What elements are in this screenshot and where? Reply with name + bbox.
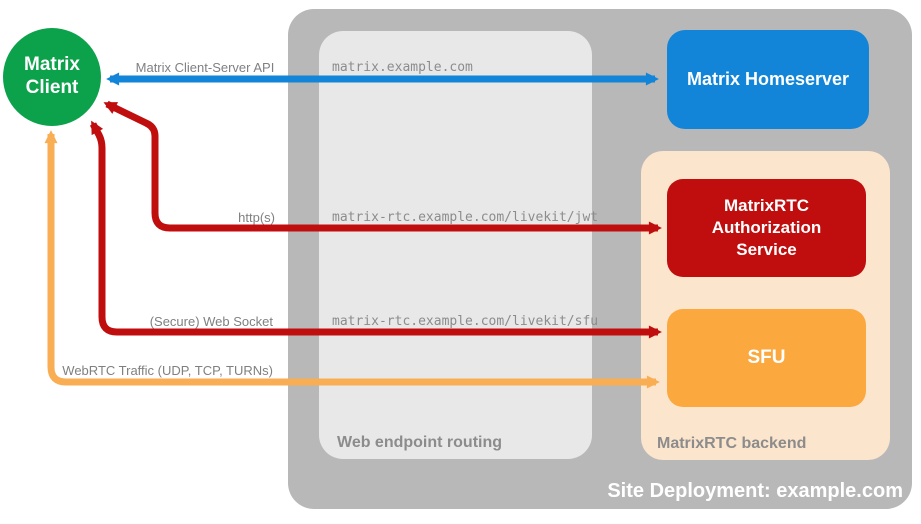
matrix-homeserver-label: Matrix Homeserver (686, 69, 850, 89)
label-client-server-api: Matrix Client-Server API (135, 60, 275, 75)
site-deployment-caption: Site Deployment: example.com (607, 480, 903, 502)
endpoint-livekit-jwt: matrix-rtc.example.com/livekit/jwt (332, 210, 599, 225)
web-endpoint-routing-caption: Web endpoint routing (337, 434, 503, 451)
label-https: http(s) (238, 210, 275, 225)
web-endpoint-routing-container (319, 31, 592, 459)
authorization-service-label: MatrixRTC Authorization Service (711, 195, 822, 260)
node-sfu: SFU (667, 309, 866, 407)
label-secure-web-socket: (Secure) Web Socket (149, 314, 273, 329)
matrixrtc-backend-caption: MatrixRTC backend (657, 435, 807, 452)
matrix-client-label: Matrix Client (24, 54, 80, 98)
label-webrtc-traffic: WebRTC Traffic (UDP, TCP, TURNs) (62, 363, 273, 378)
sfu-label: SFU (747, 347, 786, 368)
node-matrix-client: Matrix Client (3, 28, 101, 126)
node-matrixrtc-authorization-service: MatrixRTC Authorization Service (667, 179, 866, 277)
endpoint-livekit-sfu: matrix-rtc.example.com/livekit/sfu (332, 314, 599, 329)
node-matrix-homeserver: Matrix Homeserver (667, 30, 869, 129)
endpoint-matrix-example-com: matrix.example.com (332, 60, 473, 75)
